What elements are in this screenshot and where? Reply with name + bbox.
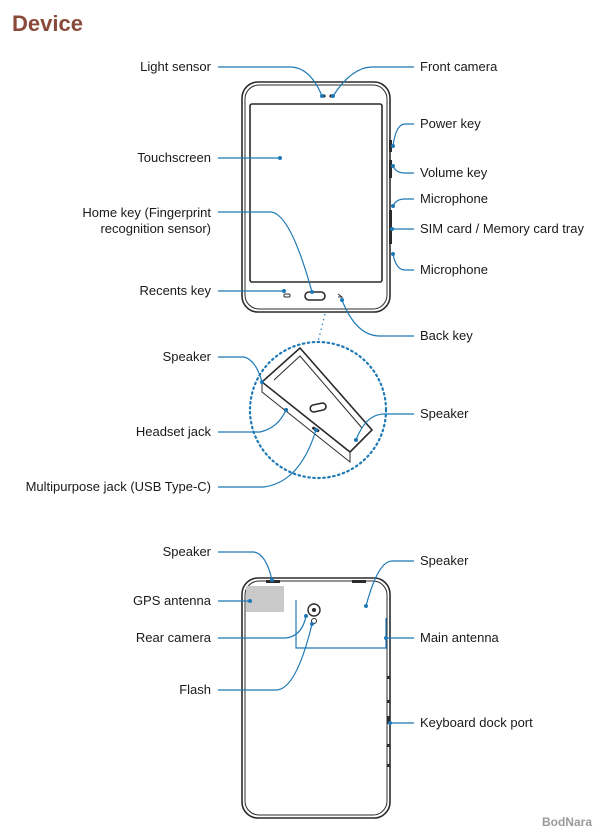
label-light-sensor: Light sensor [140,59,211,74]
side-mark-4 [387,764,390,767]
side-mark-3 [387,744,390,747]
dot-rear-speaker-left [270,578,274,582]
label-recents-key: Recents key [139,283,211,298]
label-speaker-left: Speaker [163,349,212,364]
label-microphone-top: Microphone [420,191,488,206]
leader-microphone-top [392,198,414,207]
dot-volume-key [391,164,395,168]
dot-microphone-bottom [391,252,395,256]
leader-flash [218,623,313,691]
side-mark-1 [387,676,390,679]
dot-microphone-top [391,204,395,208]
dot-touchscreen [278,156,282,160]
rear-view [241,577,391,819]
label-headset-jack: Headset jack [136,424,212,439]
label-gps-antenna: GPS antenna [133,593,212,608]
label-rear-speaker-right: Speaker [420,553,469,568]
leader-multipurpose-jack [218,429,317,488]
dot-rear-camera [304,614,308,618]
dot-light-sensor [320,94,324,98]
zoom-connector [317,313,326,343]
leader-speaker-right [355,413,414,441]
front-leaders [218,66,414,488]
leader-speaker-left [218,356,263,383]
label-home-key-line1: Home key (Fingerprint [82,205,211,220]
dot-keyboard-dock-port [388,721,392,725]
label-front-camera: Front camera [420,59,498,74]
gps-antenna-area [246,586,284,612]
rear-speaker-right-mark [352,580,366,583]
dot-front-camera [331,94,335,98]
leader-light-sensor [218,66,323,97]
dot-speaker-right [354,438,358,442]
dot-sim-tray [390,227,394,231]
dot-flash [310,622,314,626]
leader-headset-jack [218,409,287,433]
dot-back-key [340,298,344,302]
zoomed-home-key [309,402,327,413]
tablet-rear-edge [244,580,388,816]
leader-rear-speaker-right [365,560,414,607]
side-mark-2 [387,700,390,703]
main-antenna-outline [295,600,387,649]
label-main-antenna: Main antenna [420,630,500,645]
dot-home-key [310,290,314,294]
label-home-key-line2: recognition sensor) [100,221,211,236]
dot-speaker-left [260,380,264,384]
label-rear-camera: Rear camera [136,630,212,645]
keyboard-dock-port-mark [387,716,390,724]
recents-key-mark [283,293,291,298]
leader-front-camera [332,66,414,97]
label-rear-speaker-left: Speaker [163,544,212,559]
front-view [241,81,392,313]
zoom-circle [248,340,388,480]
dot-headset-jack [284,408,288,412]
power-key-mark [389,140,392,152]
back-key-mark [337,293,344,298]
label-keyboard-dock-port: Keyboard dock port [420,715,533,730]
zoomed-tablet-side [261,382,351,464]
home-key-mark [304,291,326,301]
label-microphone-bottom: Microphone [420,262,488,277]
label-touchscreen: Touchscreen [137,150,211,165]
dot-main-antenna [384,636,388,640]
dot-power-key [391,144,395,148]
label-power-key: Power key [420,116,481,131]
leader-volume-key [392,165,414,174]
label-sim-tray: SIM card / Memory card tray [420,221,584,236]
dot-gps-antenna [248,599,252,603]
dot-multipurpose-jack [314,428,318,432]
label-volume-key: Volume key [420,165,488,180]
leader-back-key [341,299,414,337]
page-title: Device [12,11,83,36]
label-flash: Flash [179,682,211,697]
rear-camera-lens [312,608,316,612]
watermark-text: BodNara [542,815,592,829]
leader-rear-speaker-left [218,551,273,581]
zoomed-tablet-edge [260,346,374,454]
label-back-key: Back key [420,328,473,343]
label-speaker-right: Speaker [420,406,469,421]
leader-home-key [218,211,313,293]
touchscreen-area [249,103,383,283]
leader-rear-camera [218,615,307,639]
rear-leaders [218,551,414,725]
zoom-detail [248,313,388,480]
leader-microphone-bottom [392,253,414,271]
volume-key-mark [389,160,392,178]
dot-recents-key [282,289,286,293]
leader-power-key [392,123,414,147]
dot-rear-speaker-right [364,604,368,608]
zoomed-screen-edge [273,355,363,429]
sim-tray-mark [389,210,392,244]
label-multipurpose-jack: Multipurpose jack (USB Type-C) [26,479,211,494]
